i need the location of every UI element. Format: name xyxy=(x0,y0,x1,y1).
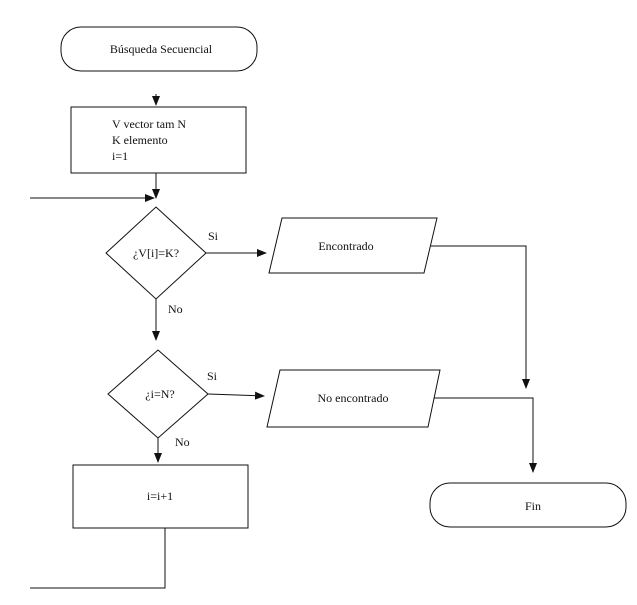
output-found-shape xyxy=(268,217,438,274)
end-terminal xyxy=(429,482,627,528)
start-label: Búsqueda Secuencial xyxy=(110,42,213,56)
output-not-found-shape xyxy=(266,369,441,428)
connector-decision2-yes xyxy=(207,391,265,400)
decision-2-yes-label: Si xyxy=(207,369,218,383)
decision-1-no-label: No xyxy=(168,302,183,316)
increment-label: i=i+1 xyxy=(147,489,173,503)
end-label: Fin xyxy=(525,499,541,513)
connector-found-end xyxy=(431,245,530,389)
init-process-box xyxy=(70,106,247,174)
decision-2-label: ¿i=N? xyxy=(145,387,174,401)
start-terminal xyxy=(60,26,258,72)
output-found-label: Encontrado xyxy=(318,239,373,253)
loop-back-line xyxy=(30,528,166,589)
decision-1-label: ¿V[i]=K? xyxy=(133,246,179,260)
init-line-1: V vector tam N xyxy=(112,117,186,131)
init-line-2: K elemento xyxy=(112,133,168,147)
decision-1-yes-label: Si xyxy=(208,229,219,243)
increment-process-box xyxy=(72,464,249,529)
init-line-3: i=1 xyxy=(112,149,128,163)
output-not-found-label: No encontrado xyxy=(318,391,389,405)
decision-2-no-label: No xyxy=(175,435,190,449)
connector-not-found-end xyxy=(434,397,537,473)
